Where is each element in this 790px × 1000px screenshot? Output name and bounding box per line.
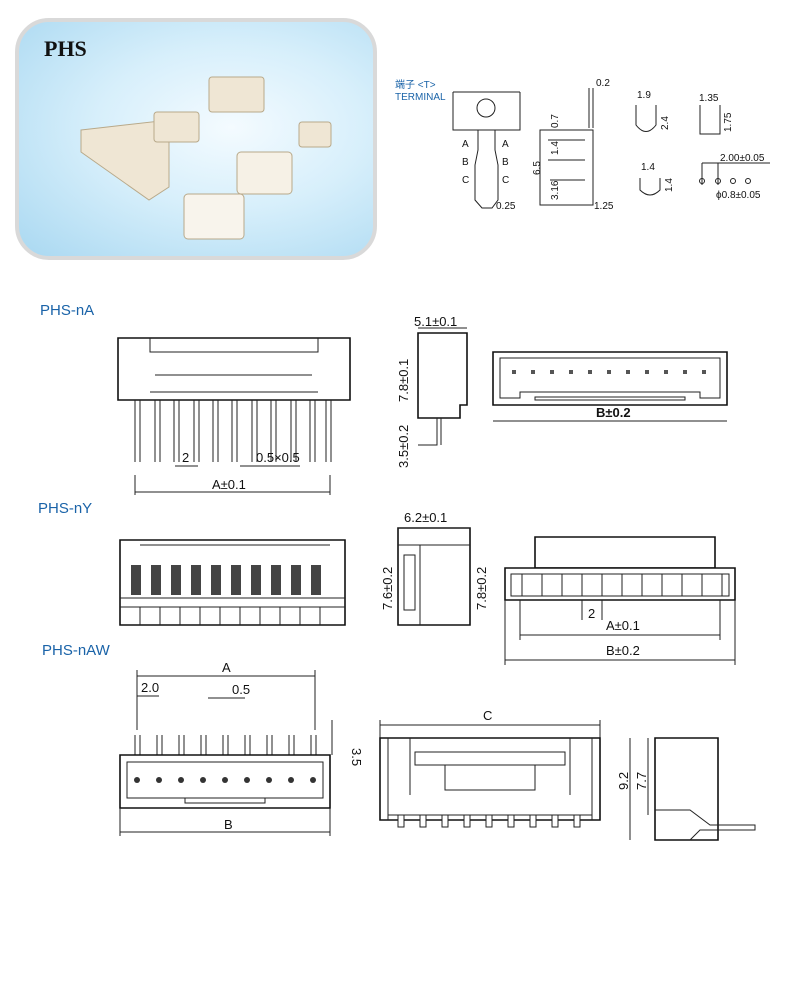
phs-naw-label: PHS-nAW (42, 642, 110, 659)
dim-c: C (483, 708, 492, 723)
terminal-label-en: TERMINAL (395, 92, 446, 103)
dim-2-4: 2.4 (660, 116, 671, 130)
dim-b: B (224, 817, 233, 832)
dim-1-4c: 1.4 (664, 178, 675, 192)
dim-a: A (222, 660, 231, 675)
phs-ny-drawing: 6.2±0.1 7.6±0.2 7.8±0.2 2 A±0.1 B±0.2 (119, 510, 736, 665)
dim-pitch: 2.0 (141, 680, 159, 695)
section-a-right: A (502, 139, 509, 150)
dim-b: B±0.2 (606, 643, 640, 658)
phs-na-label: PHS-nA (40, 302, 95, 319)
dim-b: B±0.2 (596, 405, 631, 420)
section-c-right: C (502, 175, 509, 186)
terminal-drawing: 端子 <T> TERMINAL A A B B C C 0.25 0.2 0.7… (395, 78, 770, 212)
dim-1-9: 1.9 (637, 90, 651, 101)
dim-1-4: 1.4 (550, 141, 561, 155)
dim-1-25: 1.25 (594, 201, 614, 212)
terminal-label-cn: 端子 <T> (395, 78, 436, 91)
phs-ny-label: PHS-nY (38, 500, 93, 517)
dim-pin-length: 3.5 (349, 748, 364, 766)
dim-height-1: 9.2 (616, 772, 631, 790)
dim-0-2: 0.2 (596, 78, 610, 89)
dim-pin: 0.5 (232, 682, 250, 697)
section-b-left: B (462, 157, 469, 168)
dim-pitch: 2 (182, 450, 189, 465)
dim-width: 5.1±0.1 (414, 314, 457, 329)
dim-0-7: 0.7 (550, 114, 561, 128)
section-a-left: A (462, 139, 469, 150)
phs-na-drawing: 2 0.5×0.5 A±0.1 5.1±0.1 7.8±0.1 3.5±0.2 … (117, 314, 728, 495)
section-b-right: B (502, 157, 509, 168)
dim-height: 7.8±0.1 (396, 359, 411, 402)
dim-1-4b: 1.4 (641, 162, 655, 173)
dim-pin-length: 3.5±0.2 (396, 425, 411, 468)
dim-pitch: 2 (588, 606, 595, 621)
dim-a: A±0.1 (212, 477, 246, 492)
dim-6-5: 6.5 (532, 161, 543, 175)
photo-title: PHS (44, 36, 87, 61)
product-photo: PHS (15, 18, 377, 260)
dim-1-75: 1.75 (723, 112, 734, 132)
dim-3-16: 3.16 (550, 180, 561, 200)
dim-height-2: 7.7 (634, 772, 649, 790)
dim-a: A±0.1 (606, 618, 640, 633)
phs-naw-drawing: A 2.0 0.5 3.5 B C 9.2 7.7 (119, 660, 756, 841)
dim-hole: ϕ0.8±0.05 (716, 190, 761, 201)
dim-width: 6.2±0.1 (404, 510, 447, 525)
dim-1-35: 1.35 (699, 93, 719, 104)
dim-0-25: 0.25 (496, 201, 516, 212)
dim-height-1: 7.6±0.2 (380, 567, 395, 610)
dim-height-2: 7.8±0.2 (474, 567, 489, 610)
dim-pin-size: 0.5×0.5 (256, 450, 300, 465)
dim-pitch: 2.00±0.05 (720, 153, 765, 164)
section-c-left: C (462, 175, 469, 186)
connector-photos (80, 76, 332, 240)
